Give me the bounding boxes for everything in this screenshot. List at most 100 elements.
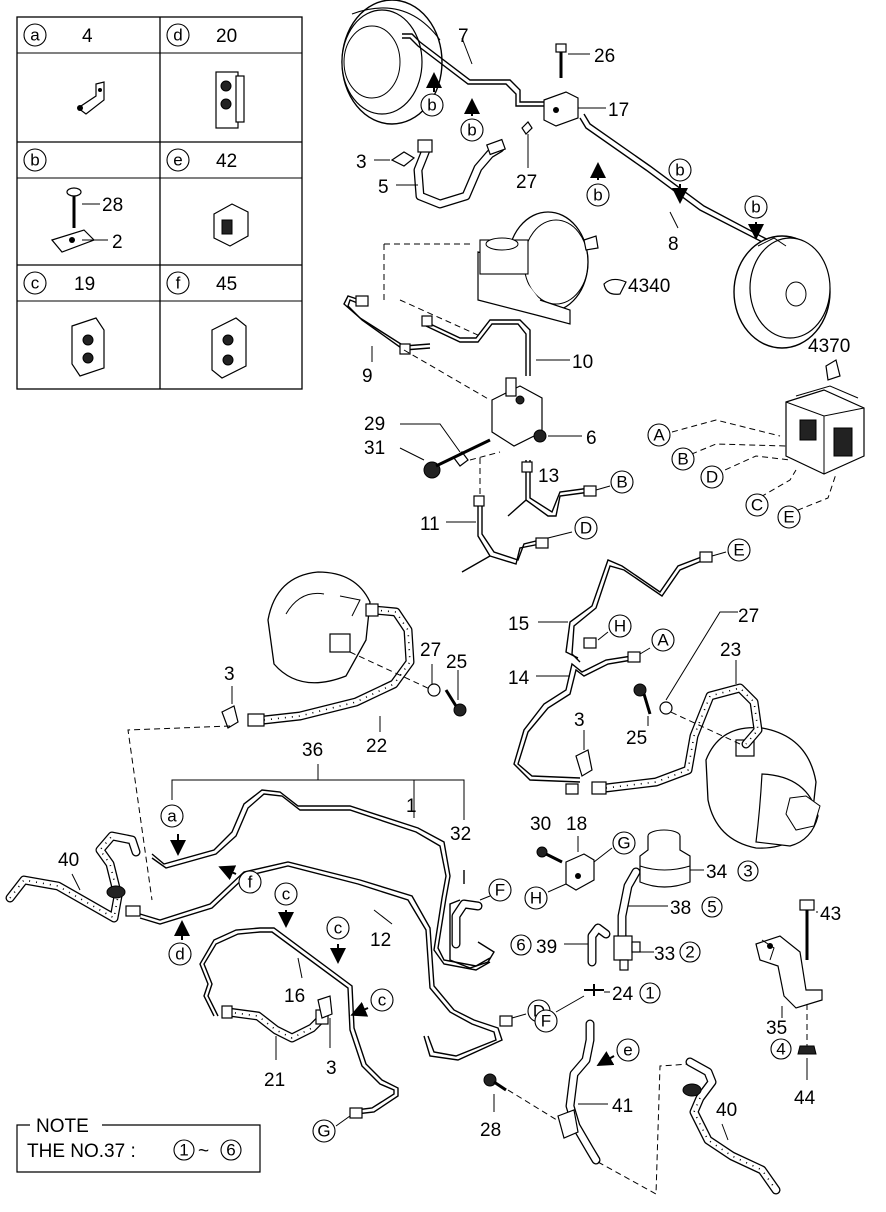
legend-letter-circle (166, 23, 190, 47)
callout-letter-e: e (623, 1041, 632, 1060)
circled-number: 6 (516, 936, 525, 955)
brake-pipe-11 (461, 500, 541, 573)
legend-letter-circle (166, 148, 190, 172)
circled-number: 5 (707, 898, 716, 917)
part-label-7: 7 (458, 26, 469, 47)
legend-part-number: 45 (216, 274, 237, 295)
callout-letter-d: d (175, 945, 184, 964)
pipe-fitting (565, 783, 579, 795)
circled-number: 2 (685, 943, 694, 962)
guide-line (403, 349, 491, 401)
brake-pipe-7 (402, 33, 544, 103)
part-label-3: 3 (224, 664, 235, 685)
circled-number-6: 6 (510, 934, 532, 956)
part-label-12: 12 (370, 930, 391, 951)
clip-4-icon (76, 81, 105, 115)
pipe-fitting (355, 295, 369, 307)
legend-cell-b: b 28 2 (23, 148, 123, 253)
part-label-16: 16 (284, 986, 305, 1007)
bolt-31 (423, 438, 491, 479)
clip-20-icon (215, 71, 245, 129)
callout-letter-c: c (282, 885, 291, 904)
brake-pipe-15 (565, 555, 705, 659)
b-arrow-2: b (460, 98, 484, 142)
callout-D-11: D (574, 516, 598, 540)
washer-27 (521, 121, 533, 135)
legend-part-number: 42 (216, 151, 237, 172)
part-label-38: 38 (670, 898, 691, 919)
part-label-10: 10 (572, 352, 593, 373)
bolt-clip-icon (50, 187, 96, 253)
pipe-fitting (473, 495, 485, 507)
rear-left-brake-drum (341, 0, 443, 125)
b-arrow-5: b (744, 195, 768, 240)
legend-cell-a: a 4 (23, 23, 105, 115)
part-label-44: 44 (794, 1088, 816, 1109)
callout-letter-H: H (530, 889, 542, 908)
part-label-32: 32 (450, 824, 471, 845)
brake-pipe-15-outer (571, 559, 705, 663)
part-label-3: 3 (574, 710, 585, 731)
part-label-25: 25 (446, 652, 467, 673)
brake-pipe-14 (513, 655, 633, 783)
callout-letter-F: F (541, 1012, 551, 1031)
callout-letter-A: A (657, 631, 669, 650)
connector-block-18 (565, 853, 595, 891)
circled-number-1: 1 (639, 982, 661, 1004)
callout-letter-B: B (616, 473, 627, 492)
legend-letter: e (173, 151, 182, 170)
part-label-29: 29 (364, 414, 385, 435)
pipe-fitting (627, 651, 641, 663)
part-label-27-right: 27 (738, 606, 759, 627)
bracket-35 (755, 935, 823, 1009)
circled-number-2: 2 (679, 941, 701, 963)
solenoid-valve-33 (613, 935, 641, 971)
callout-A-14: A (651, 628, 675, 652)
bolt-28-bottom (483, 1073, 507, 1092)
brake-pipe-32 (449, 870, 495, 969)
brake-pipe-7-outer (402, 37, 544, 107)
pipe-fitting (421, 315, 433, 327)
part-label-3: 3 (326, 1058, 337, 1079)
callout-letter-b: b (675, 161, 684, 180)
brake-hose-32 (451, 899, 483, 949)
brake-pipe-16 (199, 927, 399, 1115)
part-label-35: 35 (766, 1018, 787, 1039)
callout-G-16: G (312, 1119, 336, 1143)
callout-F-24: F (534, 1009, 558, 1033)
guide-line (469, 451, 501, 500)
guide-line (661, 707, 741, 745)
brake-hose-23 (591, 683, 763, 795)
circled-number-3: 3 (737, 860, 759, 882)
brake-hose-21 (221, 1005, 329, 1043)
callout-letter-c: c (378, 991, 387, 1010)
legend-cell-c: c 19 (23, 271, 105, 377)
legend-cell-d: d 20 (166, 23, 245, 129)
callout-a: a (160, 804, 184, 828)
pipe-fitting (521, 461, 533, 473)
callout-letter-C: C (751, 496, 763, 515)
part-label-17: 17 (608, 100, 629, 121)
vacuum-hose-40-left (5, 831, 141, 923)
part-label-28: 28 (480, 1120, 501, 1141)
legend-letter: c (31, 274, 40, 293)
nut-44 (797, 1045, 817, 1055)
legend-cell-e: e 42 (166, 148, 249, 247)
circled-number: 3 (743, 862, 752, 881)
bolt-43 (799, 899, 815, 960)
note-range-sep: ~ (198, 1141, 209, 1162)
callout-B-13: B (610, 470, 634, 494)
rear-right-brake-drum (733, 235, 831, 349)
callout-e: e (616, 1038, 640, 1062)
note-range-start: 1 (179, 1141, 188, 1160)
guide-line (507, 1089, 561, 1123)
part-label-24: 24 (612, 984, 634, 1005)
callout-letter-b: b (593, 186, 602, 205)
legend-letter: f (176, 274, 181, 293)
callout-letter-B: B (677, 450, 688, 469)
part-label-27: 27 (516, 172, 537, 193)
clip-42-icon (213, 203, 249, 247)
brake-pipe-9-outer (347, 299, 431, 351)
part-label-43: 43 (820, 904, 841, 925)
bolt-25-right (633, 683, 652, 715)
